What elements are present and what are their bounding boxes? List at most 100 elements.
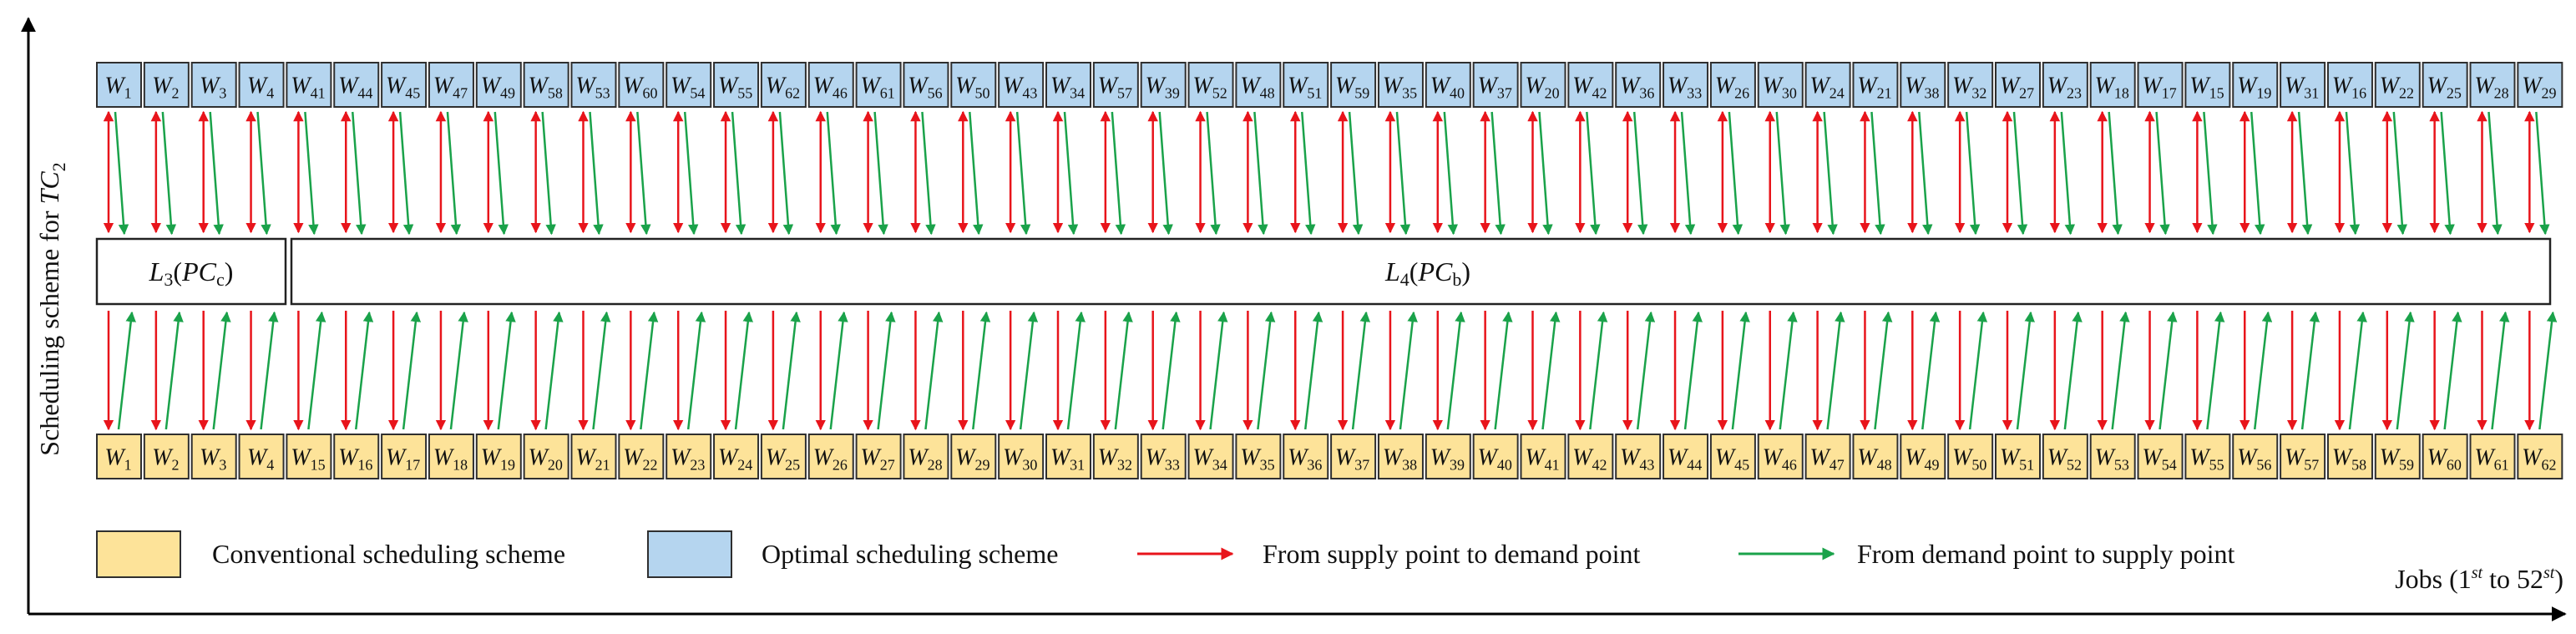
conventional-job-box: W60	[2422, 434, 2468, 479]
optimal-job-label: W56	[908, 74, 942, 102]
optimal-job-box: W61	[855, 62, 902, 108]
lower-green-arrow	[2254, 311, 2273, 430]
lower-green-arrow	[212, 311, 231, 430]
conventional-job-box: W61	[2469, 434, 2516, 479]
lower-green-arrow	[1446, 311, 1465, 430]
optimal-job-label: W38	[1905, 74, 1939, 102]
optimal-job-box: W30	[1757, 62, 1804, 108]
upper-green-arrow	[161, 111, 177, 236]
lower-green-arrow	[2111, 311, 2130, 430]
upper-green-arrow	[636, 111, 651, 236]
conventional-job-label: W3	[200, 445, 226, 474]
conventional-job-box: W54	[2137, 434, 2184, 479]
lower-green-arrow	[2491, 311, 2510, 430]
optimal-job-label: W21	[1857, 74, 1891, 102]
x-axis-label-suffix: )	[2554, 564, 2563, 594]
conventional-job-label: W45	[1715, 445, 1749, 474]
conventional-job-label: W24	[718, 445, 752, 474]
conventional-job-label: W53	[2095, 445, 2129, 474]
conventional-job-label: W34	[1192, 445, 1227, 474]
upper-green-arrow	[921, 111, 936, 236]
upper-green-arrow	[541, 111, 556, 236]
optimal-job-box: W60	[618, 62, 665, 108]
optimal-job-label: W57	[1098, 74, 1132, 102]
conventional-job-label: W15	[291, 445, 325, 474]
conventional-job-box: W58	[2326, 434, 2373, 479]
upper-green-arrow	[2155, 111, 2170, 236]
lower-green-arrow	[2300, 311, 2320, 430]
conventional-job-box: W38	[1377, 434, 1424, 479]
conventional-job-box: W48	[1852, 434, 1899, 479]
lower-green-arrow	[402, 311, 422, 430]
conventional-job-box: W41	[1520, 434, 1566, 479]
conventional-job-label: W17	[386, 445, 420, 474]
lower-green-arrow	[164, 311, 184, 430]
upper-green-arrow	[1680, 111, 1696, 236]
conventional-job-label: W61	[2474, 445, 2508, 474]
lower-green-arrow	[829, 311, 848, 430]
lower-green-arrow	[1683, 311, 1703, 430]
optimal-job-label: W27	[2000, 74, 2034, 102]
optimal-job-label: W35	[1383, 74, 1417, 102]
upper-green-arrow	[1063, 111, 1079, 236]
optimal-job-label: W51	[1288, 74, 1322, 102]
conventional-job-box: W56	[2232, 434, 2279, 479]
conventional-job-label: W31	[1050, 445, 1085, 474]
optimal-job-box: W52	[1187, 62, 1234, 108]
lower-green-arrow	[1114, 311, 1133, 430]
optimal-job-label: W15	[2189, 74, 2224, 102]
conventional-job-box: W20	[523, 434, 569, 479]
lower-green-arrow	[1209, 311, 1228, 430]
lower-green-arrow	[1779, 311, 1798, 430]
upper-green-arrow	[1538, 111, 1553, 236]
conventional-job-box: W19	[475, 434, 522, 479]
conventional-job-box: W57	[2280, 434, 2326, 479]
optimal-job-box: W33	[1663, 62, 1709, 108]
conventional-job-label: W42	[1572, 445, 1607, 474]
optimal-job-label: W52	[1192, 74, 1227, 102]
upper-green-arrow	[446, 111, 462, 236]
optimal-job-label: W36	[1620, 74, 1654, 102]
upper-green-arrow	[873, 111, 888, 236]
optimal-job-label: W48	[1240, 74, 1274, 102]
optimal-job-label: W17	[2142, 74, 2176, 102]
conventional-job-label: W54	[2142, 445, 2176, 474]
optimal-job-label: W26	[1715, 74, 1749, 102]
lower-green-arrow	[355, 311, 374, 430]
conventional-job-label: W59	[2380, 445, 2414, 474]
optimal-job-label: W2	[152, 74, 179, 102]
upper-green-arrow	[826, 111, 841, 236]
conventional-job-box: W62	[2517, 434, 2563, 479]
optimal-job-label: W32	[1952, 74, 1986, 102]
optimal-job-box: W51	[1283, 62, 1329, 108]
conventional-job-box: W32	[1092, 434, 1139, 479]
upper-green-arrow	[1015, 111, 1031, 236]
lower-green-arrow	[686, 311, 706, 430]
optimal-job-label: W37	[1477, 74, 1511, 102]
optimal-job-box: W40	[1425, 62, 1471, 108]
optimal-job-label: W53	[575, 74, 610, 102]
optimal-job-box: W36	[1615, 62, 1662, 108]
optimal-job-box: W34	[1045, 62, 1091, 108]
lower-green-arrow	[307, 311, 326, 430]
optimal-job-box: W41	[286, 62, 332, 108]
upper-green-arrow	[1490, 111, 1506, 236]
conventional-job-box: W37	[1330, 434, 1377, 479]
optimal-job-box: W20	[1520, 62, 1566, 108]
upper-green-arrow	[256, 111, 271, 236]
conventional-job-label: W18	[433, 445, 468, 474]
optimal-job-box: W26	[1709, 62, 1756, 108]
conventional-job-box: W39	[1425, 434, 1471, 479]
upper-green-arrow	[2060, 111, 2076, 236]
conventional-job-label: W38	[1383, 445, 1417, 474]
lower-green-arrow	[1399, 311, 1418, 430]
optimal-job-label: W34	[1050, 74, 1085, 102]
upper-green-arrow	[2250, 111, 2265, 236]
optimal-job-label: W29	[2522, 74, 2556, 102]
upper-green-arrow	[1870, 111, 1885, 236]
conventional-job-label: W58	[2332, 445, 2366, 474]
conventional-job-label: W20	[528, 445, 562, 474]
conventional-job-label: W30	[1003, 445, 1037, 474]
conventional-job-box: W55	[2184, 434, 2231, 479]
lower-green-arrow	[2206, 311, 2225, 430]
